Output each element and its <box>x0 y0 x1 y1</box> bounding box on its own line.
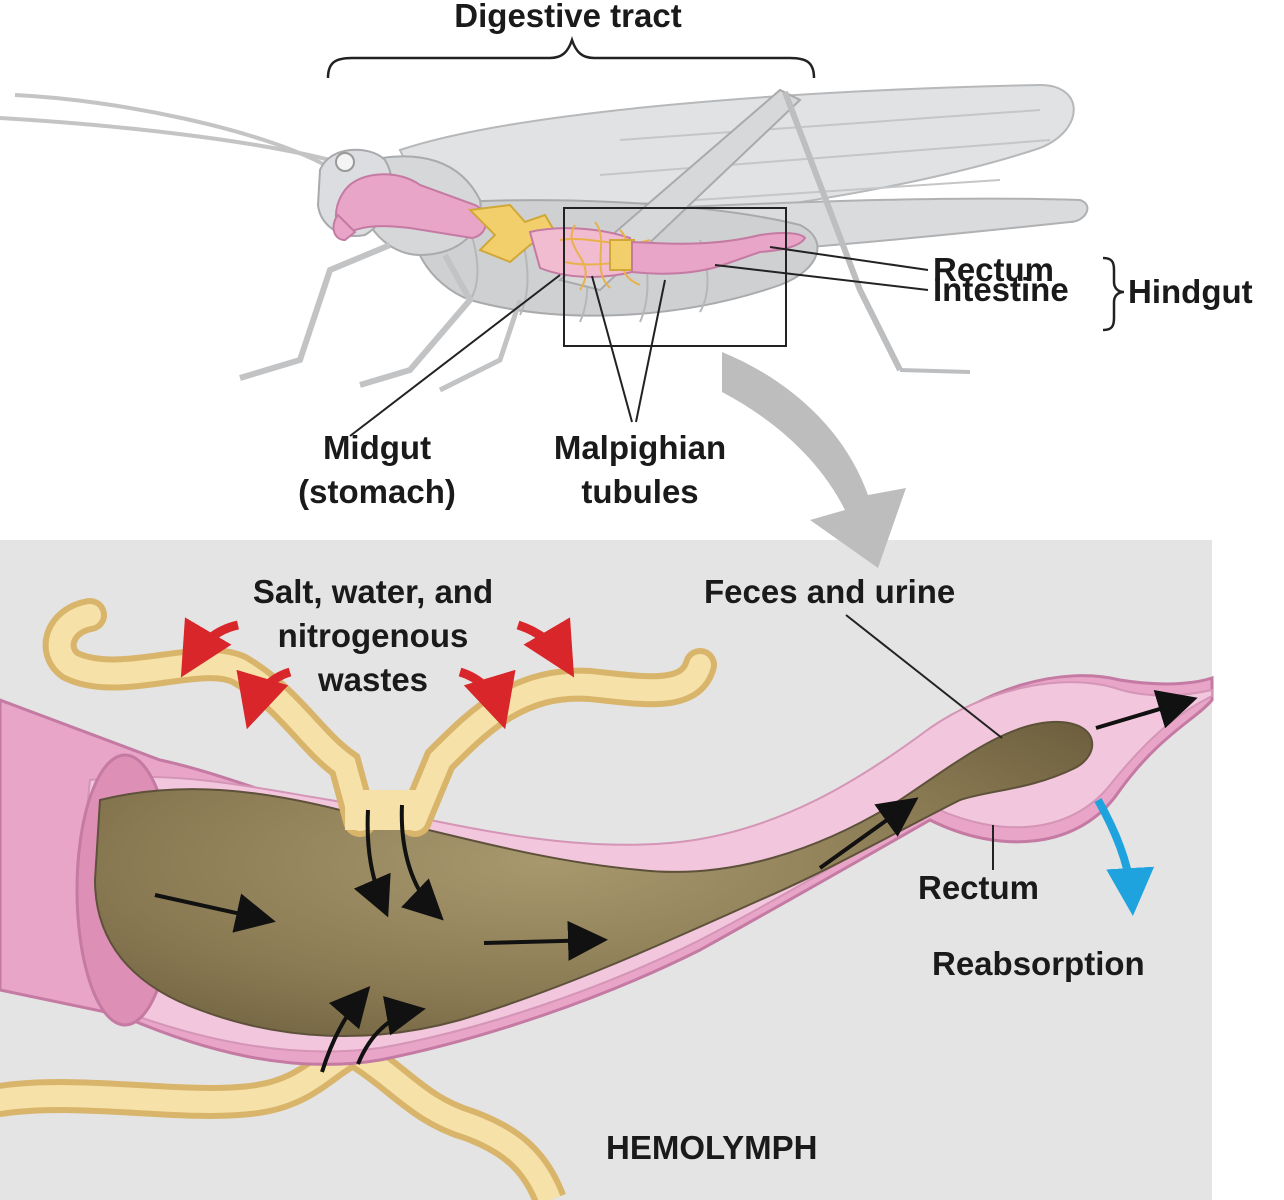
label-hemolymph: HEMOLYMPH <box>606 1129 818 1166</box>
malpighian-tubules-lower <box>0 1038 566 1200</box>
feces-mass <box>93 720 1094 1037</box>
label-rectum-lower: Rectum <box>918 869 1040 906</box>
label-salt-line1: Salt, water, and <box>252 573 494 610</box>
label-malpighian-line1: Malpighian <box>553 429 727 466</box>
reabsorption-arrow <box>1094 798 1155 916</box>
waste-arrows <box>180 617 575 730</box>
label-malpighian-line2: tubules <box>581 473 699 510</box>
label-digestive-tract: Digestive tract <box>454 0 682 34</box>
flow-arrows <box>154 689 1198 1073</box>
label-intestine: Intestine <box>933 271 1069 308</box>
leader-midgut <box>349 274 561 437</box>
zoom-box <box>563 207 787 347</box>
label-salt-line2: nitrogenous <box>277 617 469 654</box>
label-salt-line3: wastes <box>317 661 429 698</box>
label-midgut-line2: (stomach) <box>298 473 456 510</box>
leader-rectum <box>769 246 929 271</box>
leader-malpighian-2 <box>635 279 666 423</box>
label-midgut: Midgut (stomach) <box>262 426 492 514</box>
digestive-tract-bracket <box>326 36 816 79</box>
label-hindgut: Hindgut <box>1128 273 1253 310</box>
leader-feces-urine <box>845 614 1003 739</box>
label-rectum-top: Rectum <box>933 251 1055 288</box>
digestive-tract-illustration <box>332 173 807 347</box>
label-feces-and-urine: Feces and urine <box>704 573 956 610</box>
malpighian-tubules-upper <box>42 598 717 837</box>
zoom-arrow <box>722 352 906 568</box>
label-malpighian-tubules: Malpighian tubules <box>520 426 760 514</box>
label-salt-water-wastes: Salt, water, and nitrogenous wastes <box>200 570 546 702</box>
leader-intestine <box>714 264 929 291</box>
leader-malpighian-1 <box>591 275 633 423</box>
label-reabsorption: Reabsorption <box>932 945 1145 982</box>
label-midgut-line1: Midgut <box>322 429 432 466</box>
hindgut-brace <box>1102 256 1125 332</box>
